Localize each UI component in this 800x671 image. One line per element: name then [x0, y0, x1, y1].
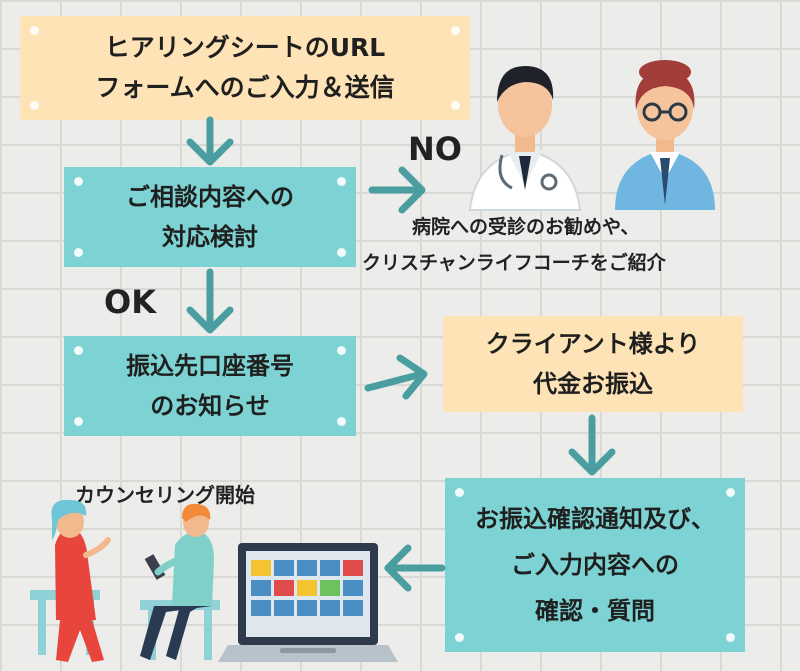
step-client-line1: クライアント様より [485, 330, 701, 358]
step-hearing-box: ヒアリングシートのURL フォームへのご入力＆送信 [20, 16, 470, 120]
counseling-start-label: カウンセリング開始 [75, 483, 255, 507]
step-confirm-box: お振込確認通知及び、 ご入力内容への 確認・質問 [445, 478, 745, 652]
step-account-line2: のお知らせ [150, 392, 270, 420]
step-account-line1: 振込先口座番号 [126, 352, 294, 380]
step-hearing-line1: ヒアリングシートのURL [104, 33, 386, 62]
step-account-box: 振込先口座番号 のお知らせ [64, 336, 356, 436]
step-consult-box: ご相談内容への 対応検討 [64, 167, 356, 267]
arrow-right-no [368, 166, 426, 214]
step-hearing-line2: フォームへのご入力＆送信 [95, 73, 395, 102]
arrow-down-1 [186, 116, 234, 166]
step-client-box: クライアント様より 代金お振込 [443, 316, 743, 412]
step-confirm-line3: 確認・質問 [535, 597, 655, 625]
no-label: NO [408, 130, 462, 168]
step-client-line2: 代金お振込 [533, 370, 653, 398]
arrow-down-2 [186, 268, 234, 334]
arrow-right-pay [364, 354, 428, 400]
arrow-down-3 [568, 414, 616, 476]
arrow-left-counseling [384, 544, 446, 592]
step-confirm-line2: ご入力内容への [511, 551, 679, 579]
step-confirm-line1: お振込確認通知及び、 [475, 505, 715, 533]
referral-line2: クリスチャンライフコーチをご紹介 [362, 252, 666, 274]
step-consult-line2: 対応検討 [162, 223, 258, 251]
referral-line1: 病院への受診のお勧めや、 [412, 216, 640, 238]
ok-label: OK [104, 283, 156, 321]
step-consult-line1: ご相談内容への [126, 183, 294, 211]
